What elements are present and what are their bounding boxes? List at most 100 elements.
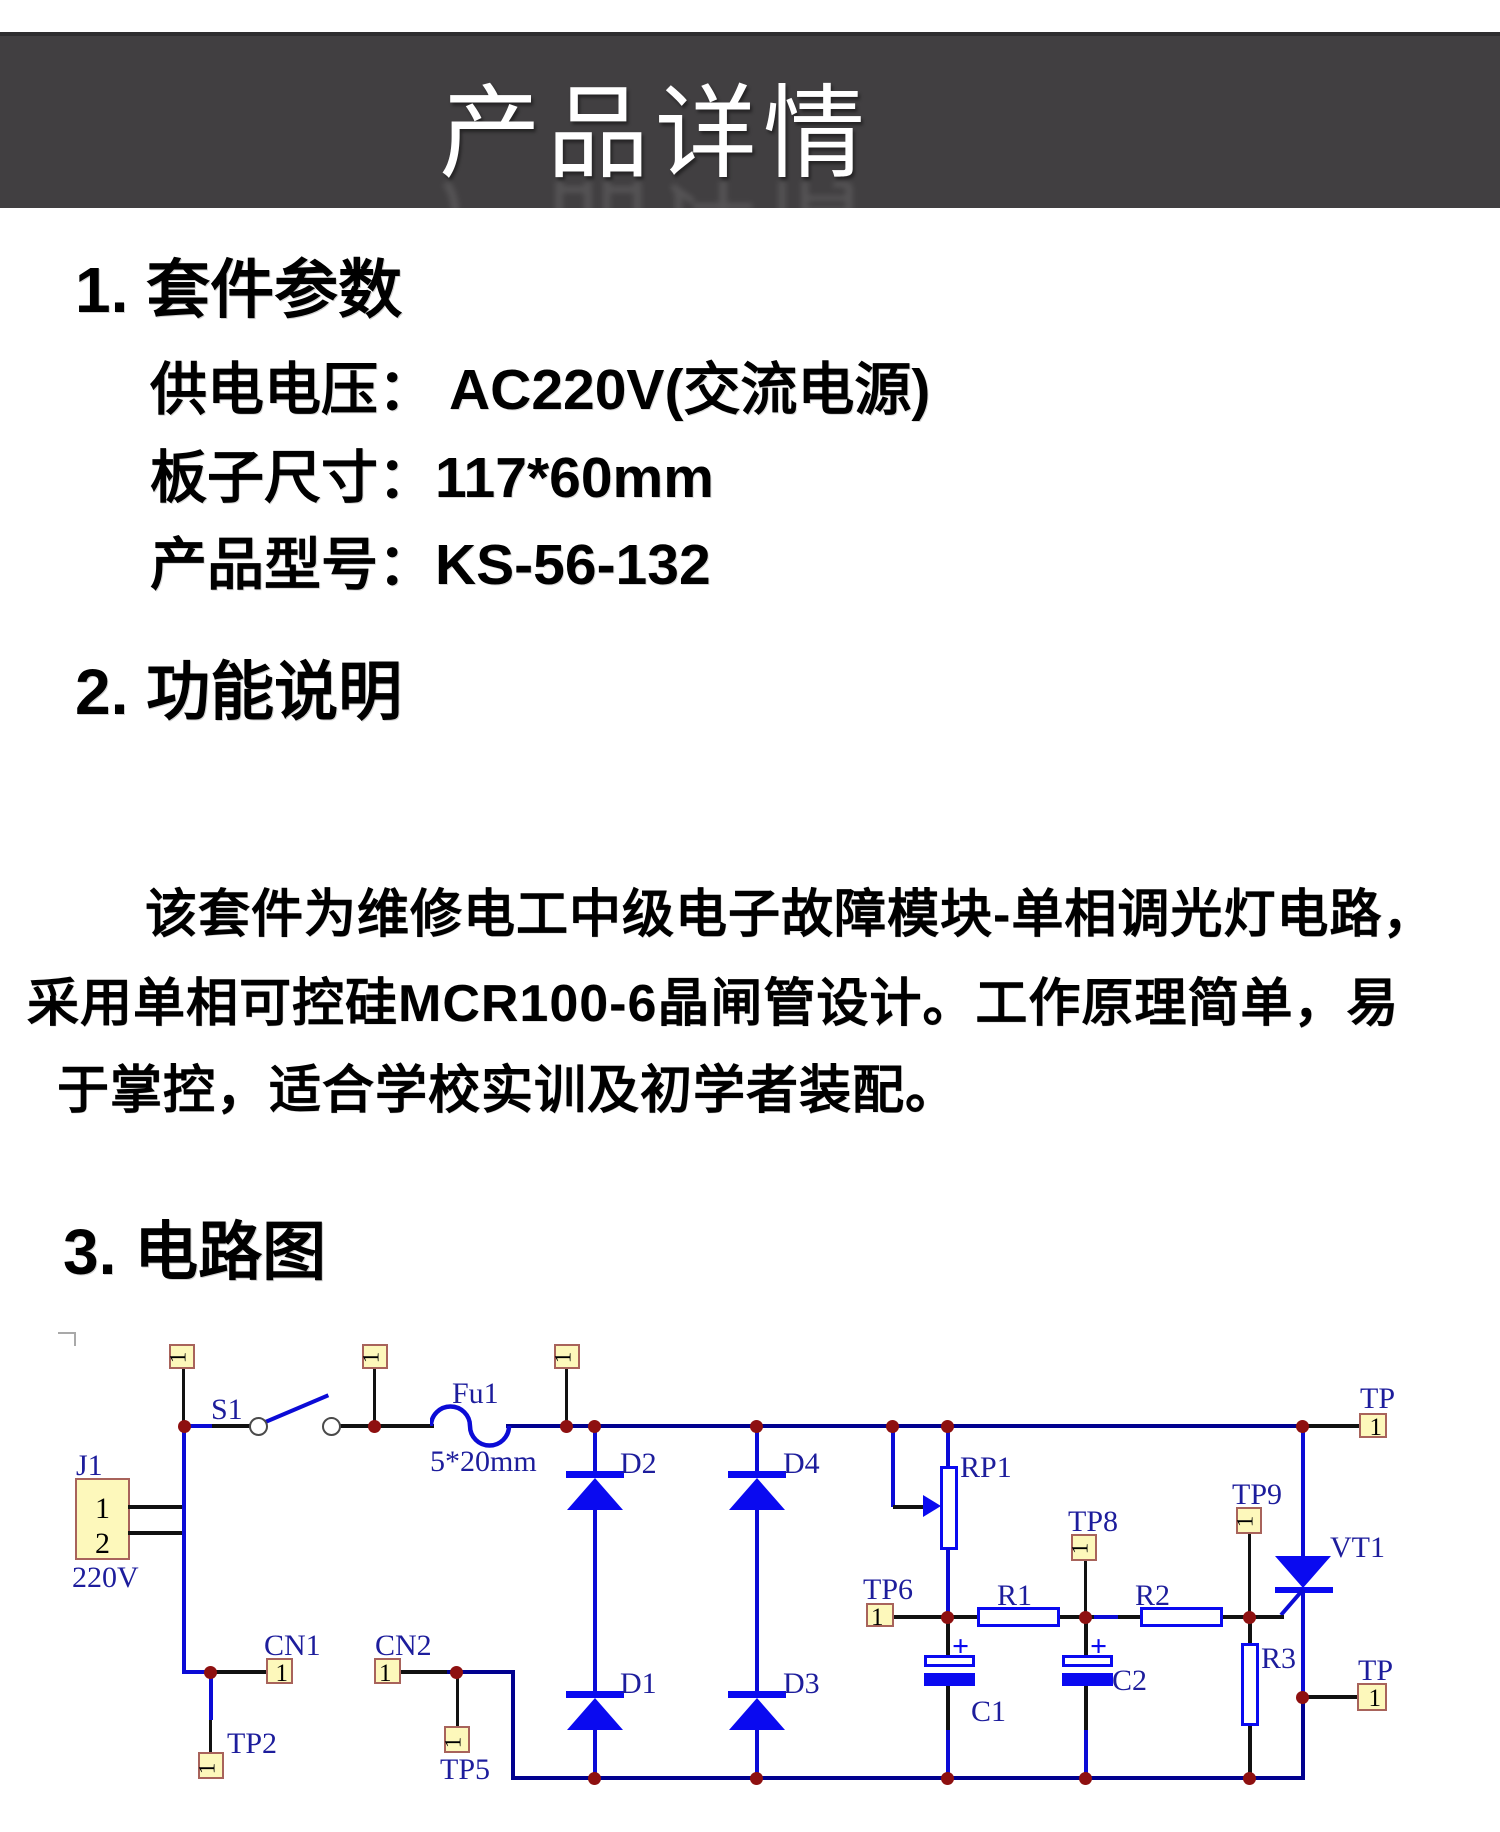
d3-label: D3 [783,1667,820,1700]
tp-bottom-label: TP [1358,1654,1394,1687]
diode-d3-cathode-bar [728,1691,786,1698]
wire [511,1672,515,1780]
wire [891,1428,895,1507]
tp-top-box: 1 [1359,1413,1387,1441]
terminal-pin-number: 1 [871,1604,884,1631]
diode-d4-cathode-bar [728,1471,786,1478]
tp5-box: 1 [440,1726,470,1753]
tp2-label: TP2 [227,1727,278,1760]
tp-top-label: TP [1360,1382,1396,1415]
wire [893,1505,925,1509]
switch-contact [249,1417,268,1436]
junction-dot [1296,1420,1309,1433]
wire [755,1510,759,1692]
tp8-box: 1 [1067,1534,1097,1561]
wire [338,1424,434,1428]
spec-label: 产品型号： [150,533,435,597]
tp2-box: 1 [194,1752,224,1779]
tp9-box: 1 [1232,1507,1262,1534]
fuse-label: Fu1 [452,1377,499,1410]
spec-row-size: 板子尺寸：117*60mm [150,450,714,507]
wire [1252,1615,1284,1619]
section-3-heading: 3. 电路图 [63,1216,327,1288]
junction-dot [368,1420,381,1433]
junction-dot [1243,1772,1256,1785]
wire [209,1720,212,1754]
thyristor-vt1 [1275,1556,1331,1588]
junction-dot [1243,1611,1256,1624]
junction-dot [1079,1611,1092,1624]
junction-dot [588,1420,601,1433]
terminal-pin-number: 1 [194,1762,220,1775]
spec-value: KS-56-132 [435,533,711,597]
resistor-r3 [1241,1643,1259,1726]
tp-bottom-box: 1 [1357,1683,1387,1711]
wire-bottom-bus [511,1776,1305,1780]
spec-row-voltage: 供电电压：AC220V(交流电源) [150,362,930,419]
sheet-corner-mark [58,1332,76,1346]
wire [212,1424,252,1428]
spec-label: 供电电压： [150,358,435,422]
wire [447,1670,515,1674]
junction-dot [941,1611,954,1624]
junction-dot [941,1420,954,1433]
c2-label: C2 [1112,1664,1148,1697]
terminal-pin-number: 1 [165,1351,191,1364]
wire [1084,1619,1088,1655]
rp1-wiper-arrow [923,1495,941,1517]
wire [946,1428,950,1468]
junction-dot [588,1772,601,1785]
terminal-box: 1 [358,1344,388,1369]
d1-label: D1 [620,1667,657,1700]
terminal-pin-number: 1 [1369,1414,1383,1441]
feature-line-2: 采用单相可控硅MCR100-6晶闸管设计。工作原理简单，易 [27,975,1400,1033]
c1-plus-sign: + [952,1630,970,1663]
diode-d2-cathode-bar [566,1471,624,1478]
cn1-box: 1 [266,1658,293,1686]
junction-dot [750,1772,763,1785]
c2-plus-sign: + [1090,1630,1108,1663]
junction-dot [204,1666,217,1679]
wire [946,1686,950,1732]
resistor-r1 [977,1607,1060,1627]
wire [184,1670,212,1674]
capacitor-c1-bottom-plate [924,1673,975,1686]
terminal-pin-number: 1 [379,1660,392,1687]
diode-d4 [729,1478,785,1510]
spec-label: 板子尺寸： [150,446,435,510]
pin-number: 1 [95,1492,110,1525]
feature-line-3: 于掌控，适合学校实训及初学者装配。 [57,1062,959,1120]
capacitor-c1-top-plate [924,1655,975,1667]
vt1-label: VT1 [1330,1531,1385,1564]
wire [755,1729,759,1778]
wire-top-bus [506,1424,1305,1428]
wire [373,1369,376,1426]
terminal-pin-number: 1 [358,1351,384,1364]
tp6-box: 1 [866,1603,894,1631]
section-1-heading: 1. 套件参数 [75,254,403,326]
capacitor-c2-top-plate [1062,1655,1113,1667]
terminal-box: 1 [165,1344,195,1369]
tp6-label: TP6 [863,1573,914,1606]
tp8-label: TP8 [1068,1505,1119,1538]
page-title-reflection: 产品详情 [0,161,1500,208]
terminal-pin-number: 1 [1067,1542,1093,1555]
connector-label: J1 [76,1449,103,1482]
c1-label: C1 [971,1695,1007,1728]
wire [212,1670,268,1674]
resistor-r2 [1140,1607,1223,1627]
junction-dot [560,1420,573,1433]
wire [1307,1424,1361,1428]
wire [1248,1619,1252,1644]
terminal-box: 1 [550,1344,580,1369]
diode-d2 [567,1478,623,1510]
switch-blade [262,1393,330,1425]
wire [946,1548,950,1615]
wire [946,1730,950,1778]
connector-j1: 1 2 [75,1478,130,1560]
wire [128,1505,182,1509]
wire [1307,1695,1359,1699]
cn2-box: 1 [374,1658,401,1687]
wire [1301,1428,1305,1556]
feature-line-1: 该套件为维修电工中级电子故障模块-单相调光灯电路， [145,886,1436,944]
